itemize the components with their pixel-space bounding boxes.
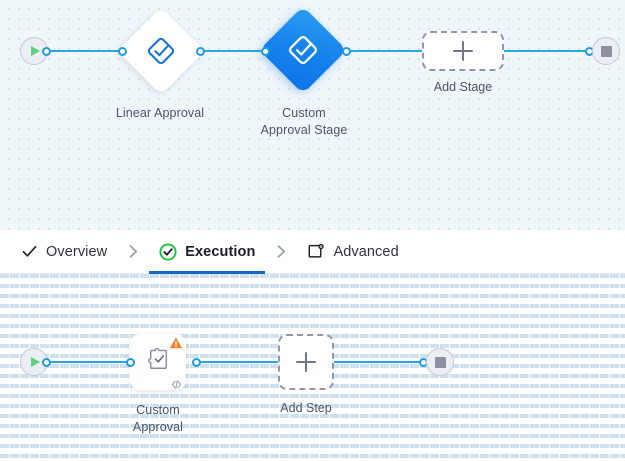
edge-linear-approval-to-custom-stage xyxy=(199,50,275,52)
check-circle-icon xyxy=(159,242,177,261)
stage-node-linear-approval[interactable] xyxy=(117,7,205,95)
code-icon xyxy=(171,377,182,389)
step-flow-canvas[interactable]: Custom Approval Add Step xyxy=(0,274,625,461)
play-icon xyxy=(31,357,40,367)
approval-diamond-icon xyxy=(146,36,176,66)
edge-start-to-custom-approval xyxy=(46,361,130,363)
stage-label-linear-approval: Linear Approval xyxy=(115,106,205,120)
edge-add-stage-to-end xyxy=(504,50,588,52)
stage-flow-canvas[interactable]: Linear Approval Custom Approval Stage Ad… xyxy=(0,0,625,230)
step-label-custom-approval: Custom Approval xyxy=(132,403,184,434)
stage-end-node[interactable] xyxy=(592,37,620,65)
chevron-right-icon xyxy=(257,230,305,274)
port-custom-approval-in[interactable] xyxy=(126,357,135,367)
plus-icon xyxy=(453,41,473,61)
edge-add-step-to-end xyxy=(334,361,422,363)
port-stage-start-out[interactable] xyxy=(42,46,51,56)
port-custom-stage-in[interactable] xyxy=(261,46,270,56)
active-tab-indicator xyxy=(149,270,266,274)
puzzle-check-icon xyxy=(144,346,172,379)
stop-icon xyxy=(600,45,612,57)
tab-advanced-label: Advanced xyxy=(333,243,399,260)
box-gear-icon xyxy=(307,243,325,261)
section-tabs: Overview Execution xyxy=(0,230,625,274)
stage-start-node[interactable] xyxy=(20,37,48,65)
port-step-start-out[interactable] xyxy=(42,357,51,367)
tab-overview-label: Overview xyxy=(46,243,108,260)
add-stage-label: Add Stage xyxy=(433,80,493,94)
stop-icon xyxy=(434,356,446,368)
tab-overview[interactable]: Overview xyxy=(18,230,109,274)
add-step-button[interactable] xyxy=(278,334,334,390)
stage-node-custom-approval-stage[interactable] xyxy=(259,6,347,94)
port-linear-approval-out[interactable] xyxy=(196,46,205,56)
tab-advanced[interactable]: Advanced xyxy=(305,230,400,274)
edge-custom-approval-to-add-step xyxy=(196,361,278,363)
add-stage-button[interactable] xyxy=(422,31,504,71)
add-step-label: Add Step xyxy=(280,401,332,415)
tab-execution[interactable]: Execution xyxy=(149,230,266,274)
port-custom-approval-out[interactable] xyxy=(192,357,201,367)
edge-custom-stage-to-add-stage xyxy=(346,50,422,52)
step-end-node[interactable] xyxy=(426,348,454,376)
chevron-right-icon xyxy=(109,230,157,274)
check-icon xyxy=(20,243,38,261)
warning-icon xyxy=(169,336,183,350)
port-custom-stage-out[interactable] xyxy=(342,46,351,56)
plus-icon xyxy=(296,352,316,372)
step-node-custom-approval[interactable] xyxy=(130,334,186,390)
approval-diamond-icon xyxy=(287,34,319,66)
edge-start-to-linear-approval xyxy=(46,50,122,52)
play-icon xyxy=(31,46,40,56)
tab-execution-label: Execution xyxy=(185,243,256,260)
port-linear-approval-in[interactable] xyxy=(118,46,127,56)
stage-label-custom-approval-stage: Custom Approval Stage xyxy=(260,106,348,137)
